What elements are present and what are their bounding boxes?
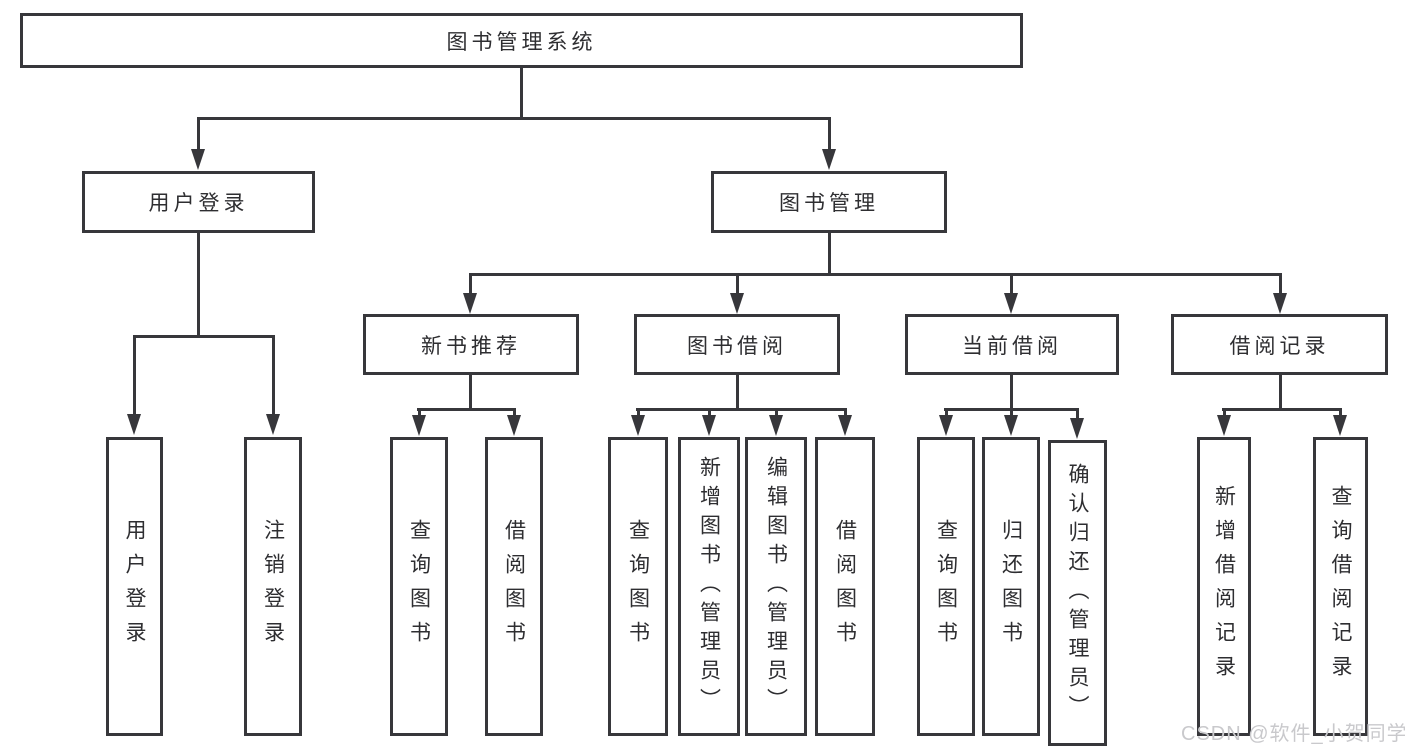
node-new-book-rec: 新书推荐 <box>363 314 579 375</box>
leaf-user-login: 用户登录 <box>106 437 163 736</box>
leaf-logout-label: 注销登录 <box>261 518 285 655</box>
connector-book-borrow-stem <box>736 375 739 410</box>
leaf-return-books-label: 归还图书 <box>999 518 1023 655</box>
connector-root-stem <box>520 68 523 118</box>
connector-leaf-stem <box>513 408 516 418</box>
arrow-down-icon <box>507 415 521 436</box>
leaf-query-books-2: 查询图书 <box>608 437 668 736</box>
leaf-add-record-label: 新增借阅记录 <box>1212 484 1236 689</box>
arrow-down-icon <box>1217 415 1231 436</box>
node-book-mgmt: 图书管理 <box>711 171 947 233</box>
connector-leaf-stem <box>1010 408 1013 418</box>
leaf-edit-books-label: 编辑图书（管理员） <box>764 456 788 717</box>
arrow-down-icon <box>769 415 783 436</box>
leaf-borrow-books-1: 借阅图书 <box>485 437 543 736</box>
leaf-confirm-return-label: 确认归还（管理员） <box>1066 462 1089 724</box>
leaf-edit-books: 编辑图书（管理员） <box>745 437 807 736</box>
node-borrow-records: 借阅记录 <box>1171 314 1388 375</box>
node-book-borrow-label: 图书借阅 <box>687 334 787 358</box>
leaf-add-record: 新增借阅记录 <box>1197 437 1251 736</box>
node-user-login: 用户登录 <box>82 171 315 233</box>
arrow-down-icon <box>631 415 645 436</box>
connector-to-user-login <box>197 117 200 151</box>
node-book-mgmt-label: 图书管理 <box>779 192 879 215</box>
leaf-query-books-2-label: 查询图书 <box>626 518 650 655</box>
leaf-query-record: 查询借阅记录 <box>1313 437 1368 736</box>
connector-leaf-stem <box>775 408 778 418</box>
node-root-label: 图书管理系统 <box>446 30 597 54</box>
connector-leaf-stem <box>418 408 421 418</box>
connector-level2-bus <box>198 117 831 120</box>
leaf-query-books-1: 查询图书 <box>390 437 448 736</box>
arrow-down-icon <box>822 149 836 170</box>
connector-book-borrow-bus <box>636 408 846 411</box>
connector-user-login-bus <box>133 335 275 338</box>
connector-leaf-stem <box>637 408 640 418</box>
node-borrow-records-label: 借阅记录 <box>1229 334 1330 358</box>
leaf-borrow-books-2-label: 借阅图书 <box>833 518 857 655</box>
arrow-down-icon <box>463 293 477 314</box>
connector-leaf-stem <box>708 408 711 418</box>
connector-new-book-rec-stem <box>469 375 472 410</box>
leaf-add-books-label: 新增图书（管理员） <box>697 456 721 717</box>
leaf-query-books-1-label: 查询图书 <box>407 518 431 655</box>
connector-to-borrow-records <box>1279 273 1282 295</box>
leaf-confirm-return: 确认归还（管理员） <box>1048 440 1107 746</box>
connector-current-borrow-stem <box>1010 375 1013 410</box>
node-current-borrow: 当前借阅 <box>905 314 1119 375</box>
csdn-watermark: CSDN @软件_小贺同学 <box>1181 723 1405 745</box>
connector-to-leaf-logout <box>272 335 275 415</box>
arrow-down-icon <box>939 415 953 436</box>
connector-borrow-records-stem <box>1279 375 1282 410</box>
leaf-return-books: 归还图书 <box>982 437 1040 736</box>
connector-new-book-rec-bus <box>417 408 516 411</box>
arrow-down-icon <box>1004 293 1018 314</box>
connector-leaf-stem <box>1076 408 1079 421</box>
connector-to-new-book-rec <box>469 273 472 295</box>
node-new-book-rec-label: 新书推荐 <box>421 334 521 358</box>
connector-to-book-mgmt <box>828 117 831 151</box>
arrow-down-icon <box>191 149 205 170</box>
arrow-down-icon <box>1070 418 1084 439</box>
leaf-add-books: 新增图书（管理员） <box>678 437 740 736</box>
arrow-down-icon <box>838 415 852 436</box>
connector-user-login-stem <box>197 233 200 337</box>
connector-leaf-stem <box>1223 408 1226 418</box>
node-current-borrow-label: 当前借阅 <box>962 334 1062 358</box>
connector-to-book-borrow <box>736 273 739 295</box>
connector-to-current-borrow <box>1010 273 1013 295</box>
leaf-query-books-3: 查询图书 <box>917 437 975 736</box>
arrow-down-icon <box>730 293 744 314</box>
arrow-down-icon <box>127 414 141 435</box>
arrow-down-icon <box>1004 415 1018 436</box>
node-book-borrow: 图书借阅 <box>634 314 840 375</box>
arrow-down-icon <box>702 415 716 436</box>
connector-borrow-records-bus <box>1222 408 1342 411</box>
arrow-down-icon <box>1273 293 1287 314</box>
node-user-login-label: 用户登录 <box>148 192 249 215</box>
leaf-query-record-label: 查询借阅记录 <box>1329 484 1352 689</box>
connector-book-mgmt-stem <box>828 233 831 275</box>
leaf-logout: 注销登录 <box>244 437 302 736</box>
leaf-query-books-3-label: 查询图书 <box>934 518 958 655</box>
node-root: 图书管理系统 <box>20 13 1023 68</box>
leaf-user-login-label: 用户登录 <box>123 518 146 655</box>
connector-leaf-stem <box>844 408 847 418</box>
arrow-down-icon <box>412 415 426 436</box>
connector-level3-bus <box>469 273 1281 276</box>
connector-leaf-stem <box>1339 408 1342 418</box>
leaf-borrow-books-2: 借阅图书 <box>815 437 875 736</box>
connector-to-leaf-user-login <box>133 335 136 415</box>
arrow-down-icon <box>266 414 280 435</box>
connector-leaf-stem <box>945 408 948 418</box>
leaf-borrow-books-1-label: 借阅图书 <box>502 518 526 655</box>
arrow-down-icon <box>1333 415 1347 436</box>
